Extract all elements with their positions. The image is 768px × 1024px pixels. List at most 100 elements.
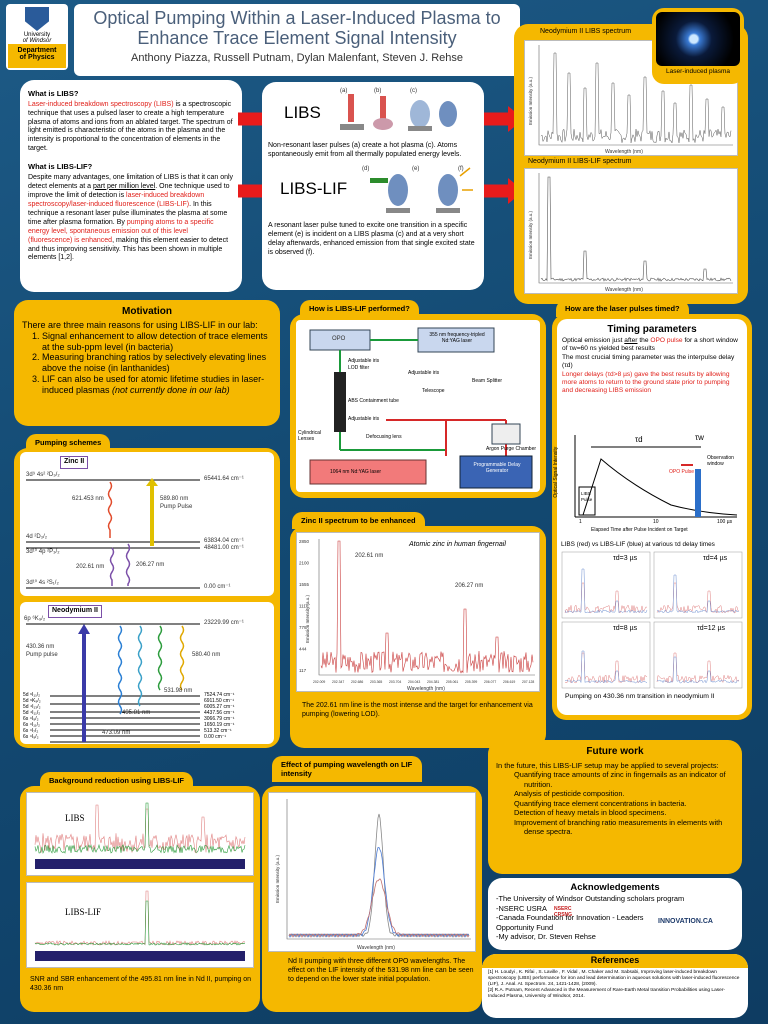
level-name: 5d ⁴I₁₃/₂: [23, 704, 41, 710]
timing-chart: τd τw Observation window OPO Pulse LIBS …: [553, 425, 743, 535]
pump-wl-chart: Wavelength (nm)Emission Intensity (a.u.): [268, 792, 476, 952]
acknowledgements-panel: Acknowledgements -The University of Wind…: [488, 878, 742, 950]
section-tab: Background reduction using LIBS-LIF: [40, 772, 193, 789]
laser-beam: [348, 94, 354, 122]
plasma: [410, 100, 430, 128]
spectrum-plot: Wavelength (nm)Emission Intensity (a.u.): [528, 45, 733, 155]
panel-label: (c): [410, 88, 417, 94]
level-energy: 6911.50 cm⁻¹: [204, 698, 235, 704]
spectrum-trace: [656, 656, 740, 684]
list-item: Detection of heavy metals in blood speci…: [514, 808, 667, 818]
component-label: Programmable Delay Generator: [473, 462, 521, 475]
lif-caption: A resonant laser pulse tuned to excite o…: [268, 222, 475, 256]
level-energy: 513.32 cm⁻¹: [204, 728, 232, 734]
paragraph: Despite many advantages, one limitation …: [28, 174, 234, 264]
level-energy: 23229.99 cm⁻¹: [204, 620, 244, 626]
spectrum-trace: [564, 582, 648, 614]
timing-panel: Timing parameters Optical emission just …: [552, 314, 752, 720]
panel-label: (a): [340, 88, 348, 94]
list-item: Signal enhancement to allow detection of…: [42, 331, 272, 353]
component-label: Adjustable iris: [348, 358, 380, 364]
list-item: Quantifying trace amounts of zinc in fin…: [514, 770, 726, 789]
wavelength-label: Pump Pulse: [160, 504, 193, 510]
peak-label: 206.27 nm: [455, 583, 484, 589]
tick-label: 205.061: [446, 680, 458, 684]
libs-spectrum-window: LIBS: [26, 792, 254, 876]
highlight: Laser-induced breakdown spectroscopy (LI…: [28, 100, 174, 108]
ack-item: -My advisor, Dr. Steven Rehse: [496, 932, 596, 942]
wavelength-label: 621.453 nm: [72, 496, 104, 502]
poster-title: Optical Pumping Within a Laser-Induced P…: [93, 8, 501, 28]
ack-item: -NSERC USRA: [496, 903, 547, 913]
tick-label: 204.381: [427, 680, 439, 684]
text: after: [624, 336, 638, 344]
setup-diagram: OPO 355 nm frequency-tripled Nd:YAG lase…: [296, 320, 540, 492]
level-name: 6s ⁴I₉/₂: [23, 716, 39, 722]
tick-label: 444: [299, 647, 307, 652]
ccd-strip: [35, 859, 245, 869]
target: [340, 124, 364, 130]
target: [408, 126, 432, 131]
poster-title: Enhance Trace Element Signal Intensity: [137, 28, 457, 49]
delay-label: τd=8 µs: [613, 625, 638, 632]
timing-plot: [574, 435, 738, 518]
list-item: Improvement of branching ratio measureme…: [514, 817, 723, 837]
spectrum-trace: [564, 650, 648, 684]
level-name: 6s ⁴I₇/₂: [23, 728, 39, 734]
future-intro: In the future, this LIBS-LIF setup may b…: [496, 760, 719, 770]
wavelength-label: Pump pulse: [26, 652, 58, 658]
tick-label: 10: [653, 519, 659, 525]
spectrum-plot: Wavelength (nm)Emission Intensity (a.u.): [528, 173, 733, 293]
level-name: 6s ⁴I₁₁/₂: [23, 722, 40, 728]
text: LIF can also be used for atomic lifetime…: [42, 373, 265, 395]
level-energy: 4437.56 cm⁻¹: [204, 710, 235, 716]
spectrum-trace: [656, 574, 740, 614]
component-label: Defocusing lens: [366, 434, 402, 440]
level-name: 5d ⁴I₁₁/₂: [23, 710, 41, 716]
purge-chamber: [491, 423, 521, 445]
spectrum-trace: [288, 878, 470, 938]
timing-text: Optical emission just after the OPO puls…: [562, 337, 742, 354]
component-label: Adjustable iris: [408, 370, 440, 376]
emission-wave: [157, 625, 163, 691]
spectrum-trace: [564, 652, 648, 684]
section-title: Future work: [586, 746, 644, 757]
tick-label: 100 µs: [717, 519, 733, 525]
wavelength-label: 430.36 nm: [26, 644, 55, 650]
pump-arrow-head: [146, 478, 158, 486]
spectrum-trace: [320, 540, 534, 674]
opo-pulse-label: OPO Pulse: [669, 469, 695, 475]
pumping-panel: Zinc II 3d⁹ 4s² ²D₃/₂ 4d ²D₃/₂ 3d¹⁰ 4p ²…: [14, 448, 280, 748]
text: , making this element easier to detect a…: [28, 236, 229, 262]
spectrum-plot: [34, 802, 246, 869]
axis-label: Emission Intensity (a.u.): [528, 210, 533, 259]
axis-label: Wavelength (nm): [407, 686, 445, 691]
component-label: Cylindrical Lenses: [298, 430, 322, 443]
ack-item: -The University of Windsor Outstanding s…: [496, 894, 685, 904]
timing-inner: Timing parameters Optical emission just …: [553, 319, 747, 715]
level-energy: 63834.04 cm⁻¹: [204, 538, 244, 544]
intro-panel: What is LIBS? Laser-induced breakdown sp…: [20, 80, 242, 292]
libs-pulse-label: LIBS Pulse: [581, 491, 593, 502]
motivation-panel: Motivation There are three main reasons …: [14, 300, 280, 426]
spectrum-trace: [288, 813, 470, 938]
tick-label: 202.009: [313, 680, 325, 684]
component-label: 1064 nm Nd:YAG laser: [330, 469, 382, 475]
emission-wave: [107, 481, 113, 538]
pump-arrow-head: [78, 624, 90, 634]
component-label: OPO: [332, 336, 346, 342]
tick-label: 1555: [299, 582, 310, 587]
timing-caption: Pumping on 430.36 nm transition in neody…: [565, 693, 715, 700]
highlight: laser-induced breakdown spectroscopy/las…: [28, 191, 205, 208]
motivation-intro: There are three main reasons for using L…: [22, 320, 258, 330]
reference-item: [2] R.A. Putnam, Recent Advanced in the …: [488, 987, 726, 1000]
nd-level-names: 5d ⁶I₁₁/₂ 5d ⁶K₉/₂ 5d ⁴I₁₃/₂ 5d ⁴I₁₁/₂ 6…: [23, 692, 41, 740]
tick-label: 203.704: [389, 680, 401, 684]
future-list: Quantifying trace amounts of zinc in fin…: [496, 770, 734, 836]
plasma: [439, 101, 457, 127]
emission-wave: [117, 625, 123, 715]
list-item: Analysis of pesticide composition.: [514, 789, 625, 799]
text: . In this technique a resonant laser pul…: [28, 200, 228, 226]
level-name: 4d ²D₃/₂: [26, 534, 48, 540]
